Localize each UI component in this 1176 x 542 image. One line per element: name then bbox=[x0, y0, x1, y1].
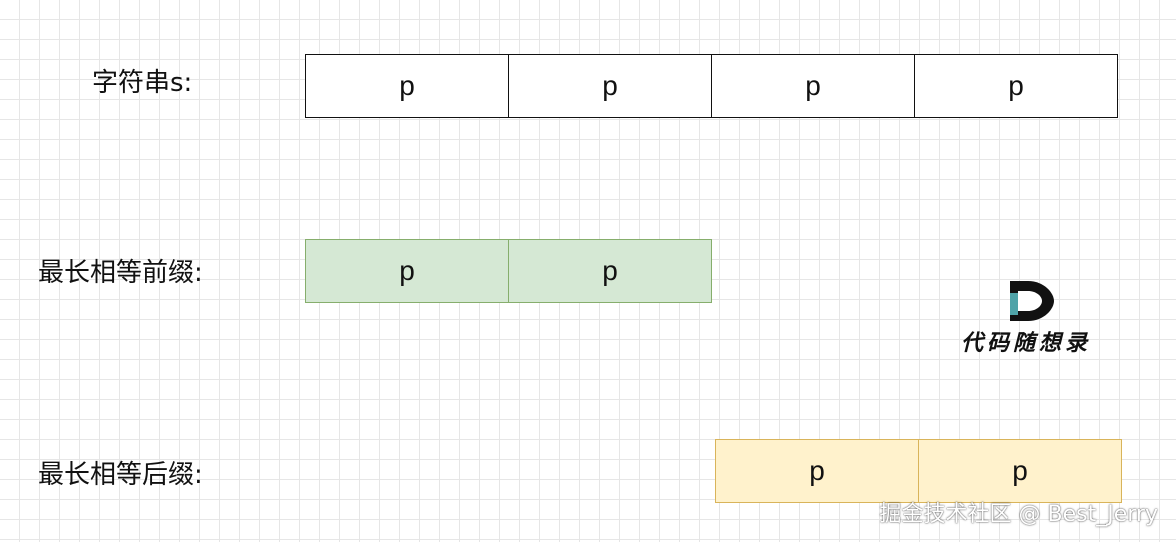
watermark: 掘金技术社区 @ Best_Jerry bbox=[879, 502, 1158, 527]
logo-accent-bar bbox=[1010, 293, 1018, 315]
suffix-cell: p bbox=[918, 440, 1121, 502]
prefix-strip: p p bbox=[305, 239, 712, 303]
string-s-cell: p bbox=[399, 70, 415, 101]
suffix-label: 最长相等后缀: bbox=[38, 460, 203, 490]
d-letter-logo-icon bbox=[1010, 281, 1054, 321]
logo-text: 代码随想录 bbox=[961, 331, 1092, 356]
string-s-cell: p bbox=[508, 55, 711, 117]
suffix-cell: p bbox=[809, 455, 825, 486]
string-s-label: 字符串s: bbox=[92, 68, 193, 98]
prefix-cell: p bbox=[508, 240, 711, 302]
string-s-cell: p bbox=[711, 55, 914, 117]
string-s-strip: p p p p bbox=[305, 54, 1118, 118]
suffix-strip: p p bbox=[715, 439, 1122, 503]
prefix-label: 最长相等前缀: bbox=[38, 258, 203, 288]
prefix-cell: p bbox=[399, 255, 415, 286]
string-s-cell: p bbox=[914, 55, 1117, 117]
